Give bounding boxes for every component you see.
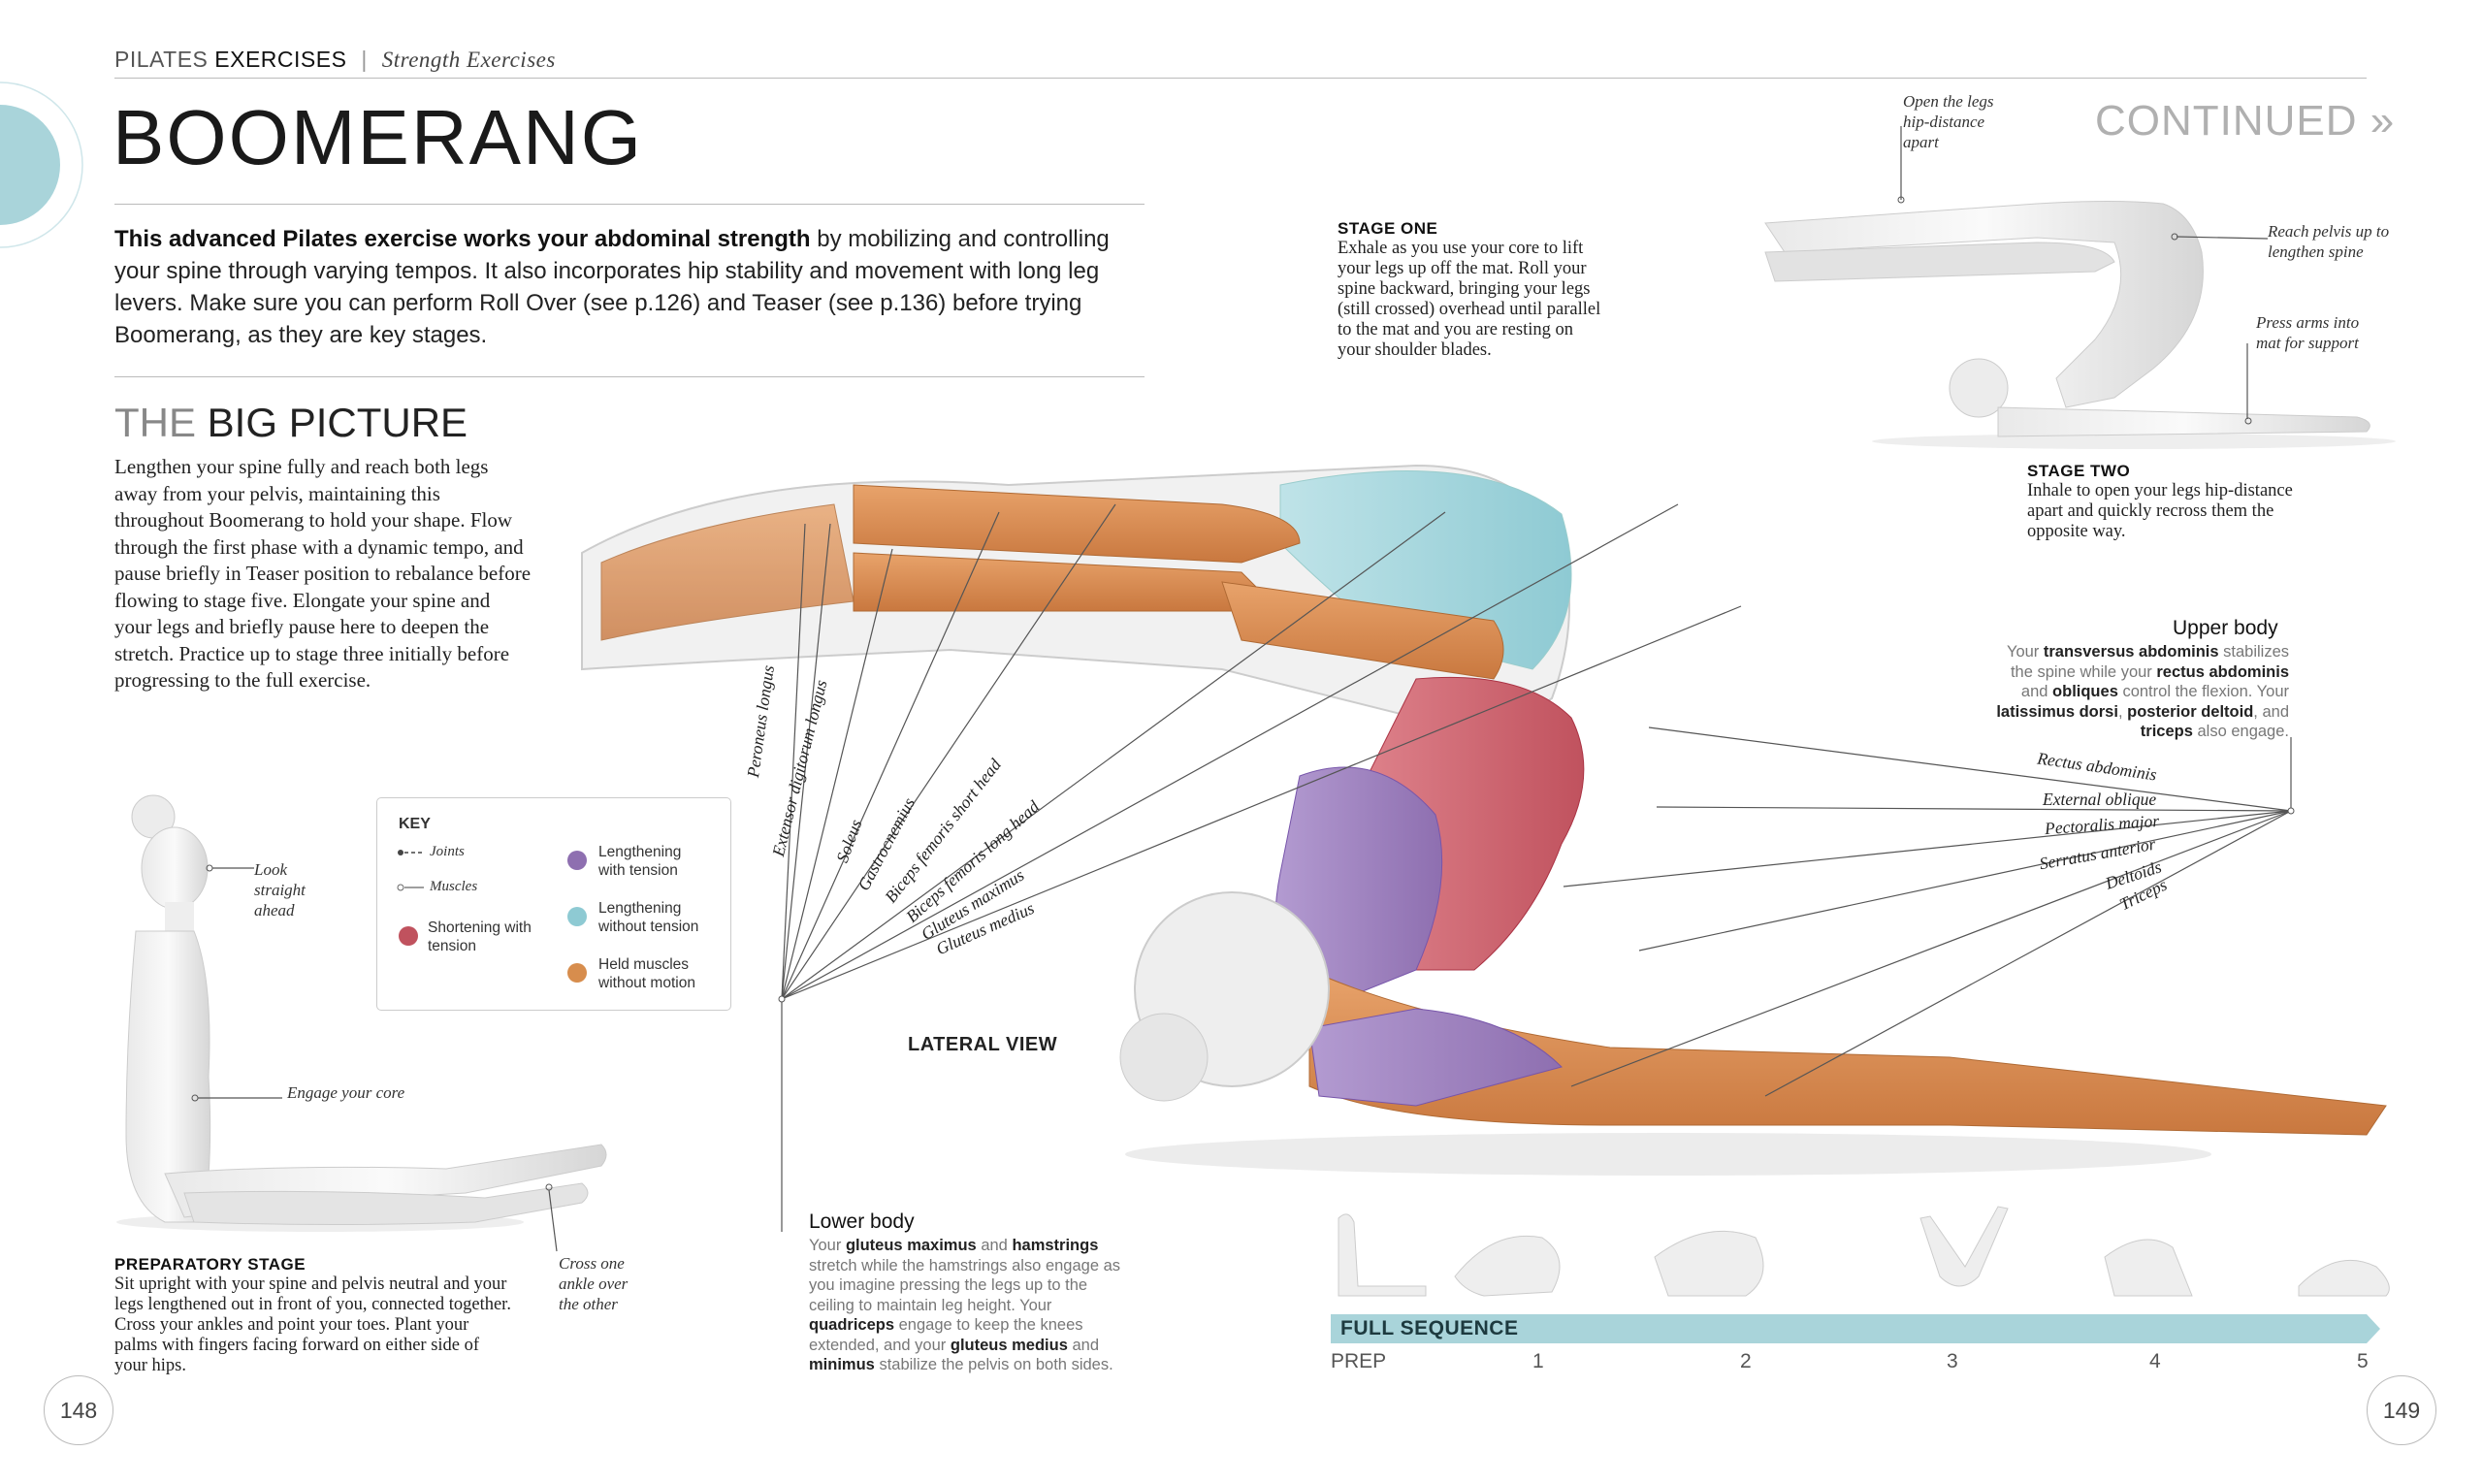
upper-body-part: transversus abdominis [2043, 643, 2219, 661]
key-lengthening-no-tension: Lengthening without tension [598, 900, 699, 935]
upper-body-heading-bold: Upper [2173, 617, 2229, 639]
key-muscles: Muscles [430, 879, 478, 894]
sequence-step-4[interactable]: 4 [2149, 1350, 2161, 1372]
upper-body-part: latissimus dorsi [1996, 702, 2118, 721]
page-number-right: 149 [2367, 1375, 2436, 1445]
upper-body-part: Your [2006, 643, 2044, 661]
lower-body-heading: Lower body [809, 1210, 915, 1234]
anno-look-ahead: Look straight ahead [254, 860, 306, 919]
lower-body-part: and [1067, 1336, 1100, 1354]
upper-body-part: stabilizes the spine while your [2010, 643, 2289, 681]
preparatory-heading: PREPARATORY STAGE [114, 1255, 306, 1274]
sequence-arrow-icon [2367, 1314, 2380, 1343]
breadcrumb-section: EXERCISES [214, 47, 347, 72]
lateral-view-label: LATERAL VIEW [908, 1034, 1058, 1055]
breadcrumb-subsection: Strength Exercises [381, 48, 556, 72]
page-title: BOOMERANG [113, 94, 643, 180]
upper-body-part: triceps [2140, 723, 2193, 740]
upper-body-heading-rest: body [2228, 617, 2278, 639]
intro-rule [114, 376, 1145, 377]
anno-press-arms: Press arms into mat for support [2256, 313, 2360, 352]
title-rule [114, 204, 1145, 205]
anno-cross-ankle: Cross one ankle over the other [559, 1254, 629, 1313]
key-title: KEY [399, 816, 431, 832]
lower-body-part: Your [809, 1237, 846, 1254]
sequence-bar [1331, 1314, 2367, 1343]
sequence-step-1[interactable]: 1 [1532, 1350, 1544, 1372]
lower-body-part: hamstrings [1012, 1237, 1099, 1254]
page-number-left: 148 [44, 1375, 113, 1445]
upper-body-part: obliques [2052, 683, 2118, 700]
key-legend: KEY Joints Muscles Shortening with tensi… [376, 797, 731, 1011]
big-picture-title-main: BIG PICTURE [207, 400, 468, 445]
anno-reach-pelvis: Reach pelvis up to lengthen spine [2268, 222, 2390, 261]
anno-reach-line [2177, 236, 2269, 240]
breadcrumb: PILATES EXERCISES | Strength Exercises [114, 47, 556, 73]
continued-label: CONTINUED » [2095, 97, 2396, 145]
stage-one-text: Exhale as you use your core to lift your… [1338, 239, 1601, 360]
upper-body-text: Your transversus abdominis stabilizes th… [1988, 642, 2289, 742]
lower-body-heading-bold: Lower [809, 1210, 865, 1233]
upper-body-part: and [2020, 683, 2053, 700]
stage-one-heading: STAGE ONE [1338, 219, 1438, 238]
big-picture-title-light: THE [114, 400, 196, 445]
key-held: Held muscles without motion [598, 956, 695, 991]
key-lengthening-tension-swatch [567, 851, 587, 870]
sequence-step-5[interactable]: 5 [2357, 1350, 2369, 1372]
lower-body-part: engage to keep the knees extended, and y… [809, 1316, 1083, 1354]
anno-look-line [206, 864, 254, 872]
lower-body-leader-lines [778, 503, 1742, 1232]
sequence-label: FULL SEQUENCE [1340, 1317, 1519, 1339]
preparatory-figure [116, 794, 607, 1232]
lower-body-part: stabilize the pelvis on both sides. [874, 1356, 1113, 1373]
lower-body-part: gluteus maximus [845, 1237, 977, 1254]
big-picture-text: Lengthen your spine fully and reach both… [114, 455, 532, 692]
lower-body-text: Your gluteus maximus and hamstrings stre… [809, 1236, 1129, 1375]
upper-body-part: , and [2253, 702, 2289, 721]
stage-two-figure [1764, 196, 2396, 449]
intro-paragraph: This advanced Pilates exercise works you… [114, 223, 1143, 351]
key-shortening: Shortening with tension [428, 919, 532, 954]
upper-body-part: control the flexion. Your [2117, 683, 2289, 700]
breadcrumb-section-light: PILATES [114, 47, 209, 72]
anno-open-legs: Open the legs hip-distance apart [1903, 92, 1994, 151]
lower-body-part: gluteus medius [950, 1336, 1068, 1354]
sequence-step-2[interactable]: 2 [1740, 1350, 1752, 1372]
lower-body-part: quadriceps [809, 1316, 895, 1334]
upper-body-part: also engage. [2192, 723, 2289, 740]
upper-body-part: posterior deltoid [2127, 702, 2254, 721]
sequence-step-3[interactable]: 3 [1947, 1350, 1958, 1372]
stage-two-text: Inhale to open your legs hip-distance ap… [2027, 481, 2293, 541]
preparatory-text: Sit upright with your spine and pelvis n… [114, 1274, 511, 1375]
anno-core-line [191, 1094, 282, 1102]
key-joints: Joints [430, 844, 465, 859]
lower-body-part: and [976, 1237, 1013, 1254]
big-picture-title: THE BIG PICTURE [114, 400, 468, 446]
lower-body-heading-rest: body [864, 1210, 915, 1233]
muscle-external-oblique: External oblique [2043, 790, 2157, 809]
upper-body-part: rectus abdominis [2156, 662, 2289, 681]
anno-press-line [2246, 343, 2248, 419]
intro-text: by mobilizing and controlling your spine… [114, 226, 1110, 348]
key-lengthening-tension: Lengthening with tension [598, 844, 682, 879]
lower-body-part: stretch while the hamstrings also engage… [809, 1256, 1121, 1314]
key-held-swatch [567, 963, 587, 983]
sequence-thumbnails [1338, 1206, 2390, 1297]
upper-body-part: , [2117, 702, 2128, 721]
anno-engage-core: Engage your core [287, 1083, 405, 1102]
header-rule [114, 78, 2367, 79]
breadcrumb-separator: | [361, 47, 368, 72]
lower-body-part: minimus [809, 1356, 875, 1373]
upper-body-leader-lines [1563, 726, 2295, 1097]
key-line-icons [397, 850, 424, 891]
key-lengthening-no-tension-swatch [567, 907, 587, 926]
intro-bold: This advanced Pilates exercise works you… [114, 226, 811, 252]
sequence-step-prep[interactable]: PREP [1331, 1350, 1387, 1372]
upper-body-heading: Upper body [2173, 617, 2278, 640]
anno-ankle-line [545, 1183, 558, 1252]
anno-open-line [1900, 126, 1902, 200]
stage-two-heading: STAGE TWO [2027, 462, 2131, 480]
decorative-circle [0, 81, 83, 248]
key-shortening-swatch [399, 926, 418, 946]
